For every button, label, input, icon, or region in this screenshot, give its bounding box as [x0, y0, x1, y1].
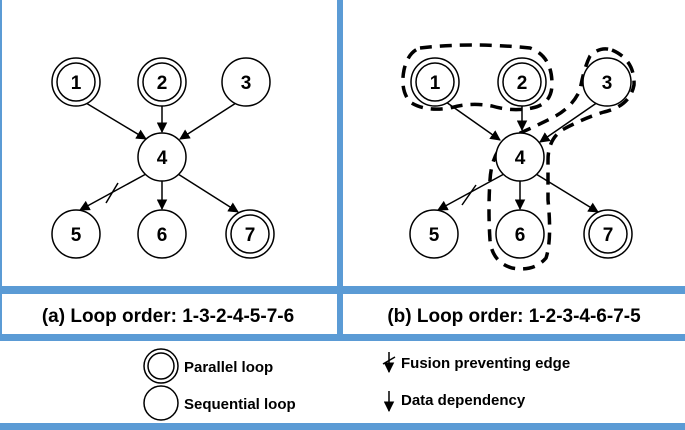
- node-3-sequential: 3: [221, 57, 271, 107]
- node-b-7-parallel: 7: [583, 209, 633, 259]
- node-7-parallel: 7: [225, 209, 275, 259]
- sequential-loop-icon: [143, 385, 179, 421]
- fusion-preventing-edge-icon: [382, 352, 396, 374]
- node-b-1-label: 1: [430, 73, 441, 94]
- node-b-7-label: 7: [603, 225, 614, 246]
- edge-b-1-4: [445, 101, 501, 141]
- node-2-parallel: 2: [137, 57, 187, 107]
- node-b-6-label: 6: [515, 225, 526, 246]
- node-4-sequential: 4: [137, 132, 187, 182]
- node-b-4-sequential: 4: [495, 132, 545, 182]
- panel-a-graph: 1 2 3 4 5 6 7: [51, 57, 275, 259]
- node-b-6-sequential: 6: [495, 209, 545, 259]
- legend-parallel-loop: Parallel loop: [184, 359, 273, 376]
- node-b-4-label: 4: [515, 148, 526, 169]
- fusion-preventing-mark-b: [461, 184, 477, 206]
- fusion-preventing-mark-a: [105, 182, 119, 204]
- node-6-label: 6: [157, 225, 168, 246]
- fusion-group-1-2: [401, 43, 554, 112]
- node-b-3-label: 3: [602, 73, 613, 94]
- caption-b: (b) Loop order: 1-2-3-4-6-7-5: [387, 306, 641, 327]
- node-5-sequential: 5: [51, 209, 101, 259]
- node-b-3-sequential: 3: [582, 57, 632, 107]
- fusion-group-3-4-6: [487, 47, 636, 271]
- node-b-5-label: 5: [429, 225, 440, 246]
- node-7-label: 7: [245, 225, 256, 246]
- node-b-1-parallel: 1: [410, 57, 460, 107]
- parallel-loop-icon: [143, 348, 179, 384]
- node-5-label: 5: [71, 225, 82, 246]
- edge-1-4: [85, 102, 147, 140]
- legend-fusion-preventing-edge: Fusion preventing edge: [401, 355, 570, 372]
- node-1-label: 1: [71, 73, 82, 94]
- edge-b-3-4: [539, 101, 599, 143]
- node-6-sequential: 6: [137, 209, 187, 259]
- panel-b-graph: 1 2 3 4 5 6 7: [401, 43, 636, 271]
- node-2-label: 2: [157, 73, 168, 94]
- legend-data-dependency: Data dependency: [401, 392, 526, 409]
- caption-a: (a) Loop order: 1-3-2-4-5-7-6: [42, 306, 294, 327]
- node-b-2-label: 2: [517, 73, 528, 94]
- edge-3-4: [179, 102, 237, 140]
- edge-b-4-7: [535, 173, 599, 213]
- node-1-parallel: 1: [51, 57, 101, 107]
- edge-4-7: [177, 173, 239, 213]
- node-b-5-sequential: 5: [409, 209, 459, 259]
- legend: Parallel loop Sequential loop Fusion pre…: [143, 348, 570, 421]
- node-4-label: 4: [157, 148, 168, 169]
- legend-sequential-loop: Sequential loop: [184, 396, 296, 413]
- node-3-label: 3: [241, 73, 252, 94]
- node-b-2-parallel: 2: [497, 57, 547, 107]
